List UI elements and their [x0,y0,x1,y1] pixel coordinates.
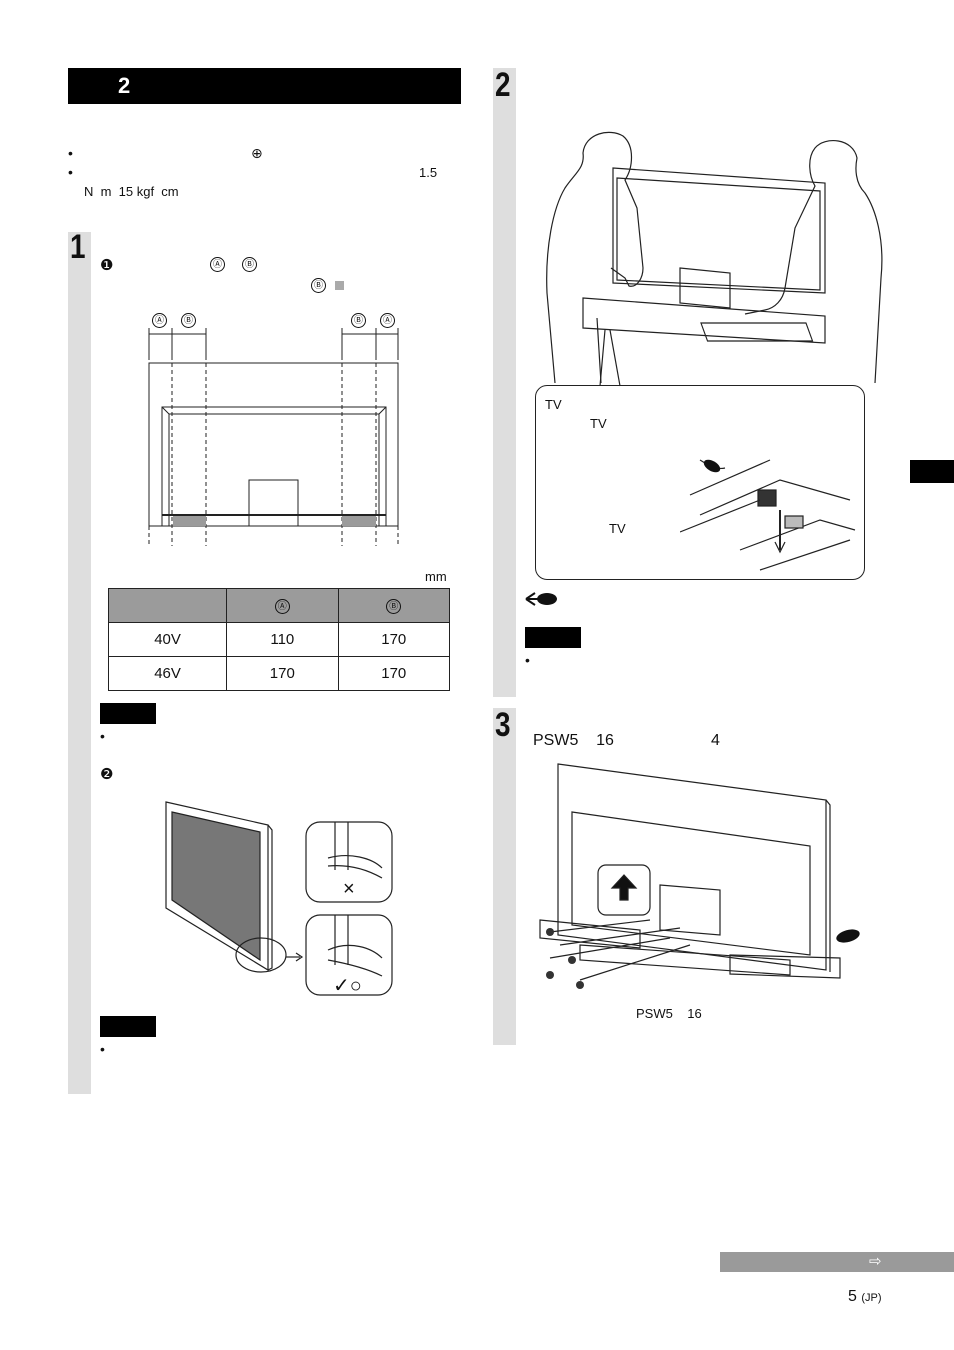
note-bullet-3: • [525,652,530,668]
dim-label-a-right: Ⓐ [380,313,395,328]
wrong-grip-mark: × [343,878,355,900]
note-bullet-1: • [100,728,105,744]
table-header-cell [107,588,228,623]
table-header-cell: Ⓑ [337,588,451,623]
callout-tv-1: TV [545,397,562,412]
screw-label: PSW5 16 [636,1006,702,1021]
section-header-bar [68,68,461,104]
cross-symbol: ⊕ [251,145,263,161]
screw-spec: PSW5 16 [533,732,614,749]
intro-bullet-1: • [68,145,73,161]
table-cell: 46V [107,656,228,691]
note-badge-2 [100,1016,156,1037]
table-header-cell: Ⓐ [226,588,339,623]
label-b-1: Ⓑ [242,257,257,272]
step1-sub1-marker: ❶ [100,257,114,274]
step1-number: 1 [70,228,86,266]
table-row: 40V 110 170 [107,622,451,657]
dimension-table: Ⓐ Ⓑ 40V 110 170 46V 170 170 [107,588,451,691]
screw-fastening-diagram [539,763,860,989]
gray-square [335,281,344,290]
step3-number: 3 [495,706,511,744]
dim-label-a-left: Ⓐ [152,313,167,328]
table-cell: 170 [337,622,451,657]
table-cell: 110 [226,622,339,657]
note-bullet-2: • [100,1041,105,1057]
step2-strip [493,68,516,697]
intro-bullet-2: • [68,164,73,180]
tv-rear-diagram [148,328,399,546]
callout-detail-drawing [680,459,856,571]
right-grip-mark: ✓○ [333,975,362,997]
table-cell: 40V [107,622,228,657]
step1-sub2-marker: ❷ [100,766,114,783]
unit-label: mm [425,569,447,584]
table-cell: 170 [337,656,451,691]
label-a-1: Ⓐ [210,257,225,272]
tv-handling-diagram [165,801,393,996]
table-row: 46V 170 170 [107,656,451,691]
continue-arrow-icon: ⇨ [869,1253,882,1270]
page-number: 5 (JP) [848,1288,882,1306]
table-cell: 170 [226,656,339,691]
dim-label-b-right: Ⓑ [351,313,366,328]
section-number: 2 [118,73,131,98]
note-badge-1 [100,703,156,724]
label-b-2: Ⓑ [311,278,326,293]
callout-box [535,385,865,580]
step2-number: 2 [495,66,511,104]
note-badge-3 [525,627,581,648]
tool-icon [525,592,557,606]
callout-tv-2: TV [590,416,607,431]
callout-tv-3: TV [609,521,626,536]
torque-value: 1.5 [419,165,438,180]
dim-label-b-left: Ⓑ [181,313,196,328]
step1-strip [68,232,91,1094]
page-number-value: 5 [848,1288,857,1305]
step3-strip [493,708,516,1045]
page-number-suffix: (JP) [861,1292,882,1304]
callout-connector [599,330,621,387]
side-index-tab [910,460,954,483]
screw-count: 4 [711,732,720,749]
continue-bar [720,1252,954,1272]
two-people-lifting-tv [546,131,883,384]
torque-units: N m 15 kgf cm [84,184,179,199]
table-header-row: Ⓐ Ⓑ [107,588,451,623]
